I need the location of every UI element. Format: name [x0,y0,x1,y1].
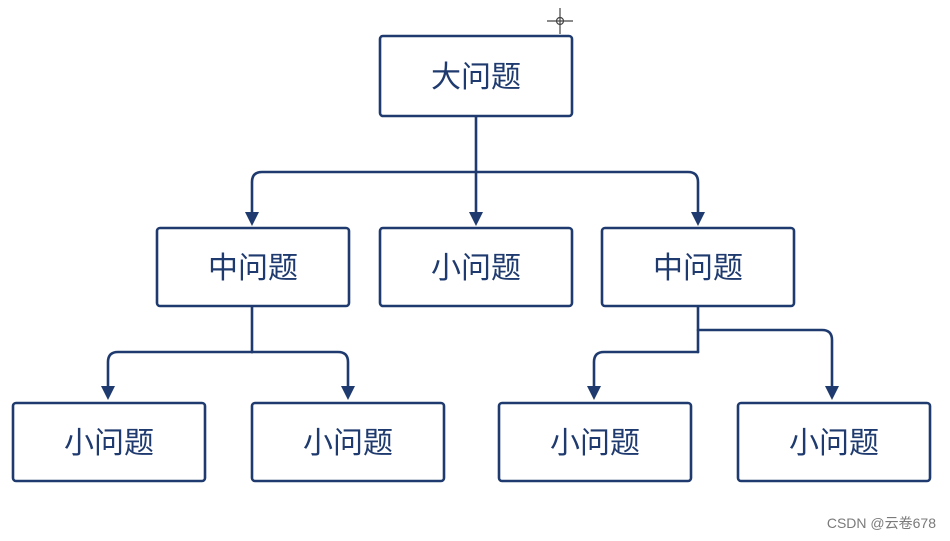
arrowhead-leaf-1 [101,386,115,400]
arrowhead-small-center [469,212,483,226]
node-leaf-2-label: 小问题 [303,426,393,461]
watermark-text: CSDN @云卷678 [826,515,936,531]
edge-root-mid-left [250,170,478,216]
node-mid-left: 中问题 [155,226,351,308]
node-leaf-2-box [250,401,446,483]
arrowhead-leaf-3 [587,386,601,400]
node-small-center: 小问题 [378,226,574,308]
arrowhead-leaf-2 [341,386,355,400]
node-leaf-4-box [736,401,932,483]
node-leaf-2: 小问题 [250,401,446,483]
node-leaf-1-label: 小问题 [64,426,154,461]
node-mid-left-label: 中问题 [208,251,298,286]
edges-mid-left [101,304,355,400]
node-leaf-4: 小问题 [736,401,932,483]
edges-mid-right [587,304,839,400]
node-root-label: 大问题 [431,60,521,95]
node-mid-right-label: 中问题 [653,251,743,286]
node-leaf-1-box [11,401,207,483]
node-leaf-3-label: 小问题 [550,426,640,461]
node-small-center-label: 小问题 [431,251,521,286]
edge-mid-right-leaf-3 [592,350,700,390]
edge-mid-left-leaf-1 [106,350,254,390]
node-mid-right-box [600,226,796,308]
node-mid-right: 中问题 [600,226,796,308]
node-root-box [378,34,574,118]
arrowhead-mid-left [245,212,259,226]
arrowhead-mid-right [691,212,705,226]
node-mid-left-box [155,226,351,308]
arrowhead-leaf-4 [825,386,839,400]
node-leaf-3-box [497,401,693,483]
edge-mid-left-leaf-2 [250,350,350,390]
node-small-center-box [378,226,574,308]
node-root: 大问题 [378,34,574,118]
edge-mid-right-leaf-4 [696,328,834,390]
crosshair-cursor-icon [547,8,573,34]
node-leaf-1: 小问题 [11,401,207,483]
edges-root [245,114,705,226]
node-leaf-3: 小问题 [497,401,693,483]
node-leaf-4-label: 小问题 [789,426,879,461]
edge-root-mid-right [474,170,700,216]
